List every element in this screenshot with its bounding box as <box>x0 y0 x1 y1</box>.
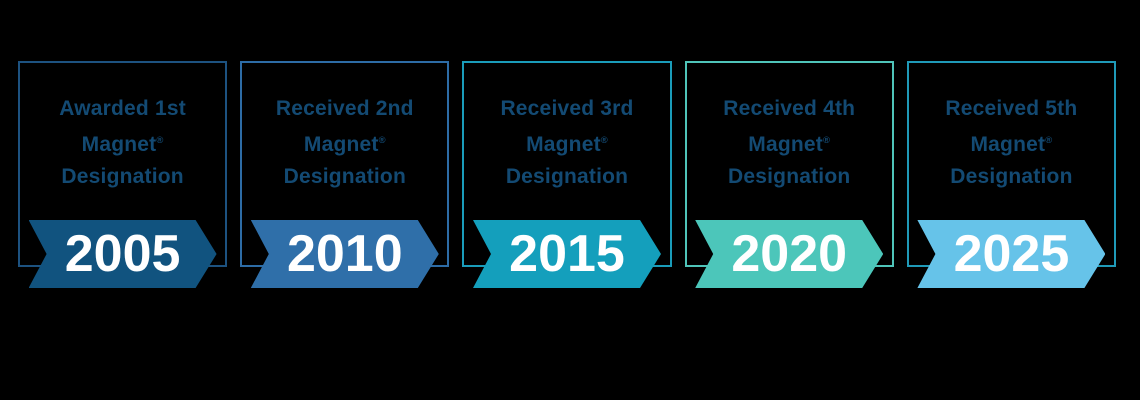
milestone-card: Received 5th Magnet® Designation 2025 <box>906 61 1117 267</box>
milestone-card: Received 4th Magnet® Designation 2020 <box>684 61 894 267</box>
registered-mark: ® <box>600 135 608 146</box>
milestone-line2: Magnet <box>970 133 1046 156</box>
year-label: 2005 <box>64 225 181 283</box>
milestone-line2: Magnet <box>81 133 157 156</box>
milestone-line3: Designation <box>61 165 184 188</box>
year-label: 2015 <box>509 225 625 283</box>
milestone-card: Awarded 1st Magnet® Designation 2005 <box>18 61 228 267</box>
year-banner: 2025 <box>917 220 1105 288</box>
milestone-title: Awarded 1st Magnet® Designation <box>20 93 225 193</box>
milestone-title: Received 3rd Magnet® Designation <box>464 93 669 193</box>
magnet-designation-timeline: Awarded 1st Magnet® Designation 2005 Rec… <box>18 61 1117 267</box>
milestone-title: Received 2nd Magnet® Designation <box>242 93 447 193</box>
milestone-card: Received 2nd Magnet® Designation 2010 <box>240 61 450 267</box>
milestone-line2: Magnet <box>526 133 601 156</box>
milestone-line3: Designation <box>283 165 406 188</box>
milestone-line2: Magnet <box>748 133 823 156</box>
milestone-line1: Received 2nd <box>275 97 414 120</box>
milestone-line3: Designation <box>505 165 629 188</box>
year-banner: 2010 <box>251 220 439 288</box>
milestone-line3: Designation <box>950 165 1073 188</box>
registered-mark: ® <box>378 135 386 146</box>
year-label: 2020 <box>731 225 848 283</box>
milestone-line3: Designation <box>728 165 851 188</box>
milestone-card: Received 3rd Magnet® Designation 2015 <box>462 61 672 267</box>
registered-mark: ® <box>156 135 164 146</box>
milestone-line1: Received 3rd <box>500 97 634 120</box>
milestone-title: Received 4th Magnet® Designation <box>687 93 892 193</box>
year-banner: 2005 <box>29 220 217 288</box>
milestone-line2: Magnet <box>303 133 379 156</box>
year-label: 2010 <box>286 225 403 283</box>
year-banner: 2015 <box>473 220 661 288</box>
year-banner: 2020 <box>695 220 883 288</box>
milestone-title: Received 5th Magnet® Designation <box>909 93 1114 193</box>
milestone-line1: Received 5th <box>945 97 1078 120</box>
registered-mark: ® <box>1045 135 1053 146</box>
registered-mark: ® <box>822 135 831 146</box>
milestone-line1: Awarded 1st <box>59 97 186 120</box>
year-label: 2025 <box>953 225 1070 283</box>
milestone-line1: Received 4th <box>723 97 856 120</box>
